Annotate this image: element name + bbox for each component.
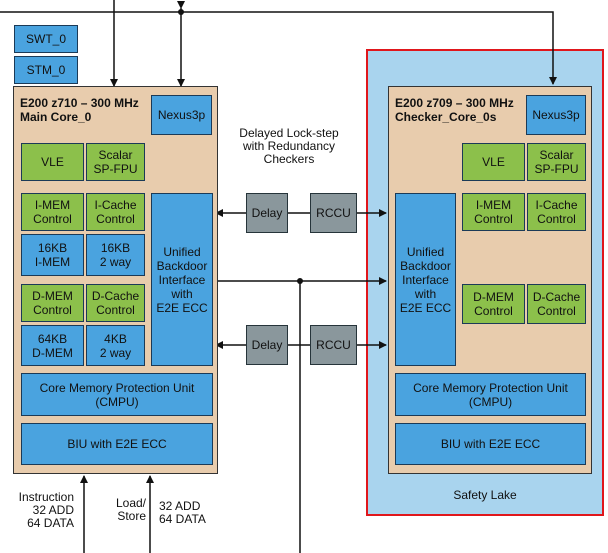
main-cmpu-block: Core Memory Protection Unit (CMPU) xyxy=(21,373,213,416)
data-bus-label: 32 ADD 64 DATA xyxy=(159,499,206,526)
main-fpu-block: Scalar SP-FPU xyxy=(86,143,145,181)
main-vle-block: VLE xyxy=(21,143,84,181)
checker-icache-control: I-Cache Control xyxy=(527,193,586,231)
main-dmem-block: 64KB D-MEM xyxy=(21,325,84,366)
main-biu-block: BIU with E2E ECC xyxy=(21,423,213,465)
loadstore-label: Load/ Store xyxy=(115,496,146,523)
main-nexus-block: Nexus3p xyxy=(151,95,212,135)
instruction-bus-label: Instruction 32 ADD 64 DATA xyxy=(18,490,74,530)
checker-backdoor-interface: Unified Backdoor Interface with E2E ECC xyxy=(395,193,456,366)
main-dcache-block: 4KB 2 way xyxy=(86,325,145,366)
top-bus-line xyxy=(0,11,557,85)
main-backdoor-interface: Unified Backdoor Interface with E2E ECC xyxy=(151,193,213,366)
safety-lake-label: Safety Lake xyxy=(453,488,517,502)
checker-dcache-control: D-Cache Control xyxy=(527,284,586,324)
upper-rccu-block: RCCU xyxy=(310,193,357,233)
swt-block: SWT_0 xyxy=(14,25,78,53)
checker-dmem-control: D-MEM Control xyxy=(462,284,525,324)
lower-delay-block: Delay xyxy=(246,325,288,365)
checker-nexus-block: Nexus3p xyxy=(526,95,586,135)
checker-vle-block: VLE xyxy=(462,143,525,181)
checker-imem-control: I-MEM Control xyxy=(462,193,525,231)
upper-delay-block: Delay xyxy=(246,193,288,233)
main-imem-control: I-MEM Control xyxy=(21,193,84,231)
main-dcache-control: D-Cache Control xyxy=(86,284,145,322)
main-dmem-control: D-MEM Control xyxy=(21,284,84,322)
checker-cmpu-block: Core Memory Protection Unit (CMPU) xyxy=(395,373,586,416)
stm-block: STM_0 xyxy=(14,56,78,84)
checker-fpu-block: Scalar SP-FPU xyxy=(527,143,586,181)
checker-biu-block: BIU with E2E ECC xyxy=(395,423,586,465)
lockstep-caption: Delayed Lock-step with Redundancy Checke… xyxy=(239,126,339,166)
main-icache-block: 16KB 2 way xyxy=(86,234,145,276)
main-imem-block: 16KB I-MEM xyxy=(21,234,84,276)
main-core-title: E200 z710 – 300 MHz Main Core_0 xyxy=(20,96,139,124)
top-junction-dot xyxy=(178,9,184,15)
lower-rccu-block: RCCU xyxy=(310,325,357,365)
checker-core-title: E200 z709 – 300 MHz Checker_Core_0s xyxy=(395,96,514,124)
main-icache-control: I-Cache Control xyxy=(86,193,145,231)
